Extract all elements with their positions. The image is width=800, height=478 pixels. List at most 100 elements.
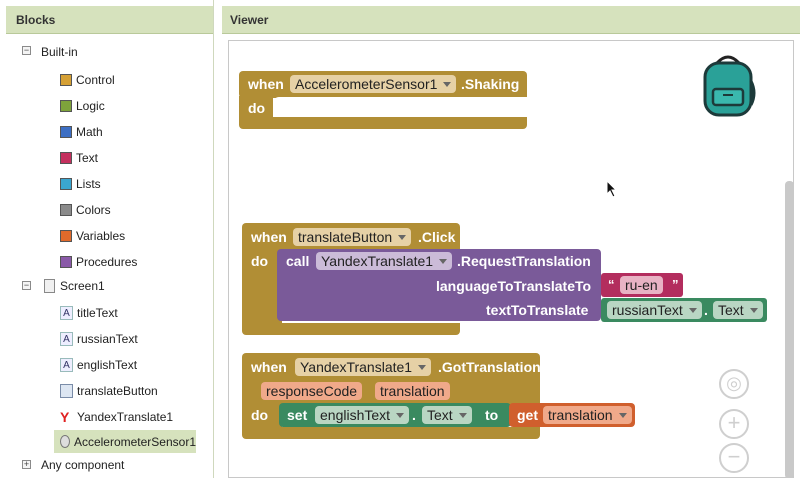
builtin-item-label: Math bbox=[76, 125, 103, 139]
workspace-vertical-scrollbar[interactable] bbox=[785, 181, 794, 478]
component-englishtext[interactable]: A englishText bbox=[60, 354, 137, 376]
when-label: when bbox=[248, 76, 284, 92]
colors-swatch-icon bbox=[60, 204, 72, 216]
setter-component-dropdown[interactable]: englishText bbox=[315, 406, 410, 424]
mouse-cursor-icon bbox=[606, 179, 618, 201]
builtin-item-math[interactable]: Math bbox=[60, 121, 103, 143]
open-quote: “ bbox=[608, 277, 615, 292]
click-do-arm bbox=[242, 249, 282, 329]
backpack-icon[interactable] bbox=[699, 53, 757, 117]
call-component-dropdown[interactable]: YandexTranslate1 bbox=[316, 252, 453, 270]
builtin-item-text[interactable]: Text bbox=[60, 147, 98, 169]
do-label: do bbox=[251, 253, 269, 269]
component-dropdown[interactable]: YandexTranslate1 bbox=[295, 358, 432, 376]
getter-property-dropdown[interactable]: Text bbox=[713, 301, 763, 319]
builtin-item-logic[interactable]: Logic bbox=[60, 95, 105, 117]
component-label: AccelerometerSensor1 bbox=[73, 434, 196, 449]
event-name: .Shaking bbox=[461, 76, 520, 92]
when-label: when bbox=[251, 229, 287, 245]
builtin-item-label: Lists bbox=[76, 177, 101, 191]
chevron-down-icon bbox=[443, 81, 452, 87]
param-translation[interactable]: translation bbox=[375, 382, 450, 400]
close-quote: ” bbox=[672, 277, 679, 292]
chevron-down-icon bbox=[439, 258, 448, 264]
get-variable-value: translation bbox=[548, 407, 613, 423]
zoom-out-button[interactable]: − bbox=[719, 443, 749, 473]
method-name: .RequestTranslation bbox=[457, 253, 591, 269]
component-dropdown-value: AccelerometerSensor1 bbox=[295, 76, 438, 92]
chevron-down-icon bbox=[458, 412, 467, 418]
getter-component-value: russianText bbox=[612, 302, 683, 318]
builtin-item-colors[interactable]: Colors bbox=[60, 199, 111, 221]
event-name: .Click bbox=[418, 229, 456, 245]
tree-any-component[interactable]: Any component bbox=[41, 458, 125, 472]
zoom-in-button[interactable]: + bbox=[719, 409, 749, 439]
component-label: englishText bbox=[77, 358, 138, 372]
arg-text-label: textToTranslate bbox=[486, 302, 589, 318]
chevron-down-icon bbox=[418, 364, 427, 370]
component-label: russianText bbox=[77, 332, 138, 346]
tree-screen1[interactable]: Screen1 bbox=[44, 275, 105, 297]
blocks-workspace[interactable]: when AccelerometerSensor1 .Shaking do bbox=[228, 40, 794, 478]
builtin-item-variables[interactable]: Variables bbox=[60, 225, 125, 247]
setter-property-dropdown[interactable]: Text bbox=[422, 406, 472, 424]
button-icon bbox=[60, 384, 73, 398]
recenter-icon[interactable]: ◎ bbox=[719, 369, 749, 399]
param-responsecode[interactable]: responseCode bbox=[261, 382, 363, 400]
builtin-item-control[interactable]: Control bbox=[60, 69, 115, 91]
setter-component-value: englishText bbox=[320, 407, 391, 423]
builtin-item-label: Variables bbox=[76, 229, 126, 243]
gottranslation-footer bbox=[242, 427, 540, 439]
chevron-down-icon bbox=[398, 234, 407, 240]
lists-swatch-icon bbox=[60, 178, 72, 190]
accelerometer-icon bbox=[60, 435, 70, 448]
dot-label: . bbox=[704, 302, 708, 318]
yandex-icon: Y bbox=[60, 409, 70, 425]
when-label: when bbox=[251, 359, 287, 375]
screen-collapse-toggle[interactable]: − bbox=[22, 280, 31, 290]
call-component-value: YandexTranslate1 bbox=[321, 253, 434, 269]
component-accelerometersensor1[interactable]: AccelerometerSensor1 bbox=[54, 430, 196, 453]
chevron-down-icon bbox=[396, 412, 405, 418]
event-name: .GotTranslation bbox=[438, 359, 541, 375]
procedures-swatch-icon bbox=[60, 256, 72, 268]
builtin-item-label: Text bbox=[76, 151, 99, 165]
shaking-empty-slot[interactable] bbox=[273, 97, 527, 117]
shaking-do-arm bbox=[239, 96, 273, 120]
component-dropdown[interactable]: AccelerometerSensor1 bbox=[290, 75, 457, 93]
screen-icon bbox=[44, 279, 55, 293]
do-label: do bbox=[248, 100, 266, 116]
getter-component-dropdown[interactable]: russianText bbox=[607, 301, 702, 319]
chevron-down-icon bbox=[749, 307, 758, 313]
dot-label: . bbox=[412, 407, 416, 423]
builtin-item-label: Procedures bbox=[76, 255, 138, 269]
builtin-item-procedures[interactable]: Procedures bbox=[60, 251, 137, 273]
to-label: to bbox=[485, 407, 499, 423]
component-yandextranslate1[interactable]: Y YandexTranslate1 bbox=[60, 406, 173, 428]
blocks-panel: Blocks − Built-in Control Logic Math Tex… bbox=[0, 0, 214, 478]
screen-label: Screen1 bbox=[60, 279, 105, 293]
component-dropdown[interactable]: translateButton bbox=[293, 228, 412, 246]
click-footer bbox=[242, 323, 460, 335]
any-component-expand-toggle[interactable]: + bbox=[22, 459, 31, 469]
math-swatch-icon bbox=[60, 126, 72, 138]
builtin-item-lists[interactable]: Lists bbox=[60, 173, 101, 195]
label-icon: A bbox=[60, 358, 73, 372]
component-label: translateButton bbox=[77, 384, 158, 398]
component-russiantext[interactable]: A russianText bbox=[60, 328, 138, 350]
component-dropdown-value: translateButton bbox=[298, 229, 393, 245]
viewer-panel: Viewer when AccelerometerSensor1 .Shakin… bbox=[222, 0, 800, 478]
tree-builtin[interactable]: Built-in bbox=[41, 45, 78, 59]
set-label: set bbox=[287, 407, 308, 423]
component-translatebutton[interactable]: translateButton bbox=[60, 380, 158, 402]
arg-language-label: languageToTranslateTo bbox=[436, 278, 592, 294]
text-swatch-icon bbox=[60, 152, 72, 164]
get-variable-dropdown[interactable]: translation bbox=[543, 406, 632, 424]
component-label: YandexTranslate1 bbox=[77, 410, 174, 424]
label-icon: A bbox=[60, 332, 73, 346]
shaking-footer bbox=[239, 117, 527, 129]
control-swatch-icon bbox=[60, 74, 72, 86]
text-literal-value[interactable]: ru-en bbox=[620, 276, 663, 294]
component-titletext[interactable]: A titleText bbox=[60, 302, 118, 324]
builtin-collapse-toggle[interactable]: − bbox=[22, 45, 31, 55]
